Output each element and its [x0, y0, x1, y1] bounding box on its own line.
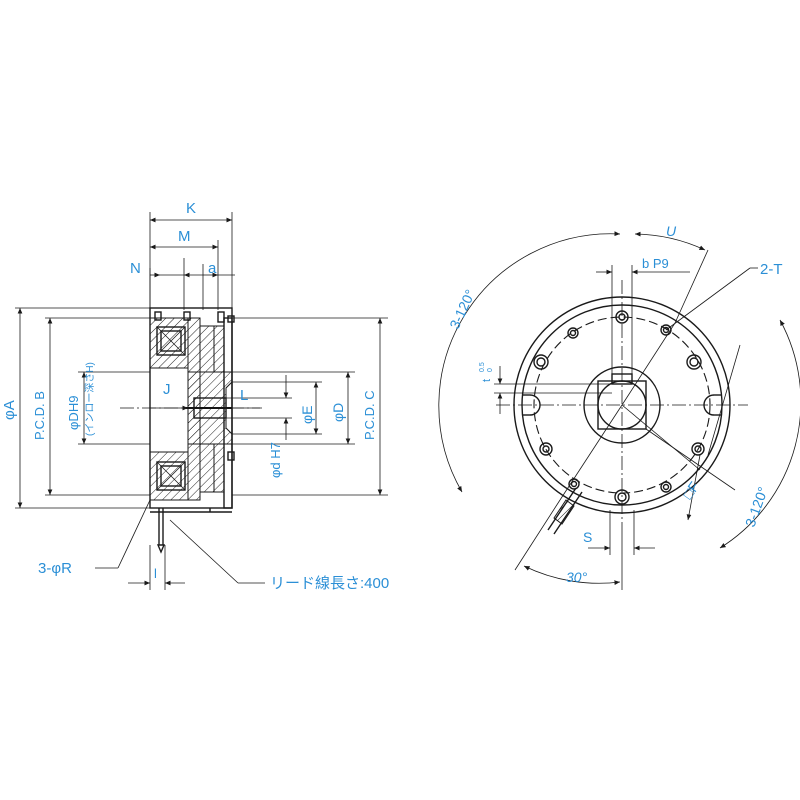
label-t-sub: 0 [487, 368, 494, 372]
label-l: l [154, 566, 157, 581]
labels: K M N a φA P.C.D. B φDH9 (インロー深さH) J L φ… [1, 200, 783, 592]
label-pcdC: P.C.D. C [362, 390, 377, 440]
label-L: L [240, 387, 248, 404]
label-U: U [666, 223, 677, 239]
arc-bottom [523, 565, 621, 586]
label-angle-right: 3-120° [742, 485, 771, 529]
arc-top-right [634, 231, 706, 251]
housing-hatch-lower [149, 451, 189, 501]
label-phidH7: φd H7 [268, 442, 283, 478]
label-inlow-note: (インロー深さH) [84, 362, 96, 436]
label-M: M [178, 228, 191, 245]
label-phiDH9: φDH9 [66, 396, 81, 430]
coil-lower [156, 461, 186, 491]
arc-right [719, 319, 800, 549]
label-J: J [163, 381, 171, 398]
section-view [15, 212, 388, 590]
coil-upper [156, 326, 186, 356]
label-t-sup: 0.5 [479, 362, 486, 372]
arc-top-left [438, 231, 621, 493]
label-2-T: 2-T [760, 261, 783, 278]
label-pcdB: P.C.D. B [32, 391, 47, 440]
label-angle-top-left: 3-120° [446, 287, 478, 331]
lead-wire [547, 487, 583, 535]
label-a: a [208, 260, 217, 277]
label-K: K [186, 200, 196, 217]
front-view [438, 231, 800, 590]
label-N: N [130, 260, 141, 277]
label-lead-wire: リード線長さ:400 [270, 575, 389, 592]
label-30deg: 30° [566, 569, 588, 585]
mounting-holes [533, 310, 705, 505]
label-phiA: φA [1, 400, 18, 420]
label-t: t [481, 379, 493, 382]
label-bP9: b P9 [642, 256, 669, 271]
label-S: S [583, 529, 592, 545]
label-phiD: φD [330, 403, 346, 422]
label-3-phiR: 3-φR [38, 560, 72, 577]
label-phiE: φE [299, 406, 315, 424]
label-squareF: □F [679, 479, 702, 502]
